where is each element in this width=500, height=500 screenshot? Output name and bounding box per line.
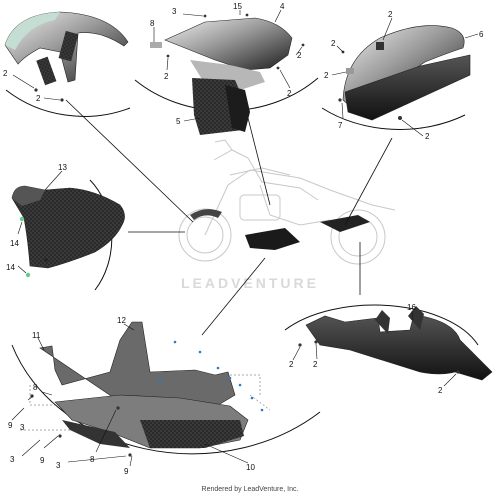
motorcycle-silhouette <box>178 139 396 265</box>
callout-label: 14 <box>6 263 15 272</box>
callout-label: 2 <box>3 69 8 78</box>
side-panel-callouts <box>153 9 303 122</box>
callout-label: 2 <box>289 360 294 369</box>
render-credit: Rendered by LeadVenture, Inc. <box>201 486 299 493</box>
callout-label: 2 <box>287 89 292 98</box>
front-fender-detail <box>4 11 129 102</box>
callout-label: 2 <box>388 10 393 19</box>
callout-label: 7 <box>338 121 343 130</box>
skid-plate-labels: 11 12 8 3 9 9 3 8 9 3 10 <box>8 316 255 476</box>
callout-label: 11 <box>32 331 41 340</box>
engine-cover-labels: 13 14 14 <box>6 163 67 272</box>
front-fender-callouts: 2 2 <box>3 69 61 103</box>
callout-label: 3 <box>172 7 177 16</box>
callout-label: 15 <box>233 2 242 11</box>
callout-label: 8 <box>90 455 95 464</box>
callout-label: 9 <box>40 456 45 465</box>
rear-hugger-callouts <box>331 17 479 137</box>
callout-label: 8 <box>33 383 38 392</box>
side-panel-detail <box>150 13 305 135</box>
callout-label: 12 <box>117 316 126 325</box>
callout-label: 14 <box>10 239 19 248</box>
skid-plate-screws <box>158 340 264 412</box>
callout-label: 10 <box>246 463 255 472</box>
callout-label: 3 <box>10 455 15 464</box>
rear-hugger-detail <box>338 25 471 121</box>
skid-plate-callouts <box>11 323 249 467</box>
callout-label: 8 <box>150 19 155 28</box>
callout-label: 13 <box>58 163 67 172</box>
callout-label: 4 <box>280 2 285 11</box>
watermark-text: LEADVENTURE <box>181 275 319 291</box>
callout-label: 9 <box>124 467 129 476</box>
callout-label: 9 <box>8 421 13 430</box>
callout-label: 2 <box>313 360 318 369</box>
callout-label: 2 <box>297 51 302 60</box>
bike-front-fender <box>190 209 222 220</box>
callout-label: 2 <box>36 94 41 103</box>
callout-label: 2 <box>164 72 169 81</box>
callout-label: 2 <box>324 71 329 80</box>
skid-plate-dashes <box>20 374 271 431</box>
rear-hugger-labels: 2 6 2 2 7 2 <box>324 10 484 141</box>
engine-cover-detail <box>11 185 125 278</box>
chain-guard-callouts <box>292 310 457 387</box>
callout-label: 6 <box>479 30 484 39</box>
leader-lines <box>65 99 393 336</box>
callout-label: 5 <box>176 117 181 126</box>
chain-guard-labels: 16 2 2 2 <box>289 303 443 395</box>
skid-plate-detail <box>30 321 249 457</box>
side-panel-labels: 3 15 4 8 2 2 2 5 <box>150 2 302 126</box>
callout-label: 2 <box>331 39 336 48</box>
callout-label: 3 <box>20 423 25 432</box>
chain-guard-detail <box>298 306 493 381</box>
bike-chain-guard <box>320 215 370 232</box>
callout-label: 16 <box>407 303 416 312</box>
callout-label: 3 <box>56 461 61 470</box>
engine-cover-callouts <box>17 170 63 274</box>
bike-skid-plate <box>245 228 300 250</box>
callout-label: 2 <box>438 386 443 395</box>
callout-label: 2 <box>425 132 430 141</box>
detail-arcs <box>5 77 479 455</box>
